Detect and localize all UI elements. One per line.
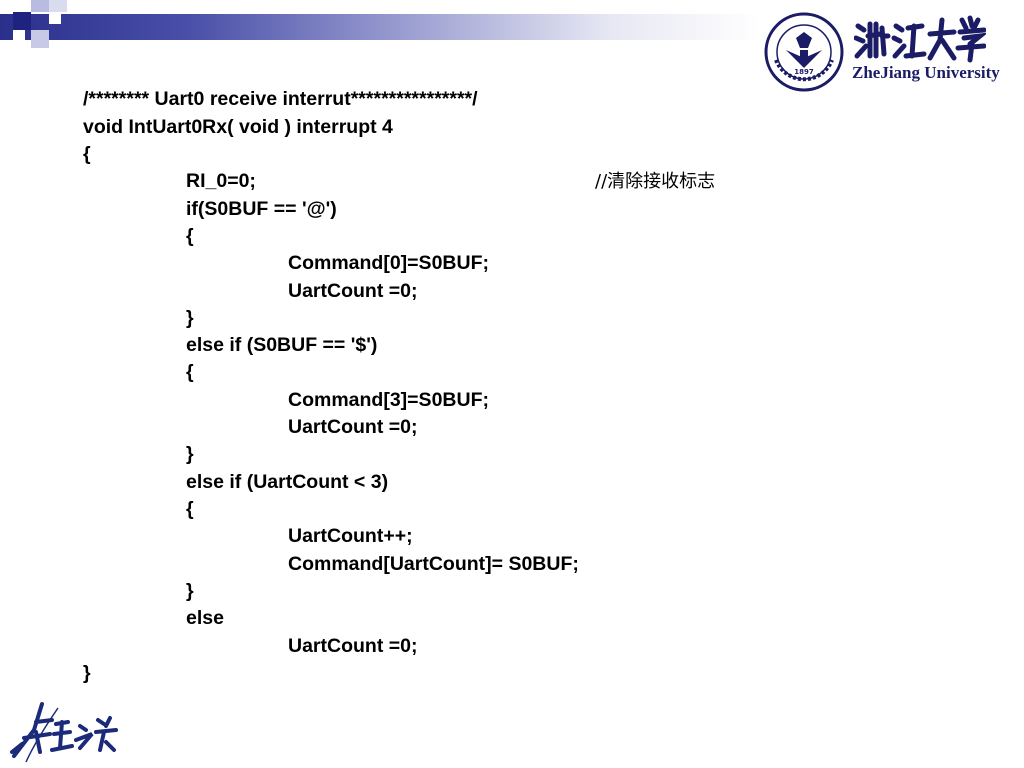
code-line: UartCount =0; [288,635,418,657]
code-line: } [186,307,194,329]
code-line: if(S0BUF == '@') [186,198,337,220]
decor-square [31,30,49,48]
decor-square [49,12,61,24]
code-line: } [83,662,91,684]
code-line: { [186,361,194,383]
code-line: } [186,580,194,602]
code-line: { [186,225,194,247]
calligraphy-logo-icon [10,702,118,763]
code-line: UartCount++; [288,525,413,547]
code-line: /******** Uart0 receive interrut********… [83,88,478,110]
code-line: { [83,143,91,165]
code-comment: //清除接收标志 [595,171,716,192]
university-english-name: ZheJiang University [852,63,1000,82]
code-line: } [186,443,194,465]
decor-square [13,12,31,30]
code-line: Command[3]=S0BUF; [288,389,489,411]
header-gradient-band [0,14,760,40]
code-line: else if (S0BUF == '$') [186,334,378,356]
code-line: UartCount =0; [288,280,418,302]
code-line: void IntUart0Rx( void ) interrupt 4 [83,116,393,138]
university-seal-icon: 1897 [764,12,844,92]
code-line: { [186,498,194,520]
decor-square [31,0,49,12]
decor-square [13,30,25,42]
code-line: else if (UartCount < 3) [186,471,389,493]
university-logo: 1897 ZheJiang University [762,12,1020,94]
code-line: else [186,607,224,629]
university-chinese-name-calligraphy [854,15,986,63]
code-line: RI_0=0; [186,170,256,192]
decor-square [49,0,67,12]
code-line: UartCount =0; [288,416,418,438]
seal-year: 1897 [794,68,814,76]
code-line: Command[0]=S0BUF; [288,252,489,274]
code-line: Command[UartCount]= S0BUF; [288,553,579,575]
